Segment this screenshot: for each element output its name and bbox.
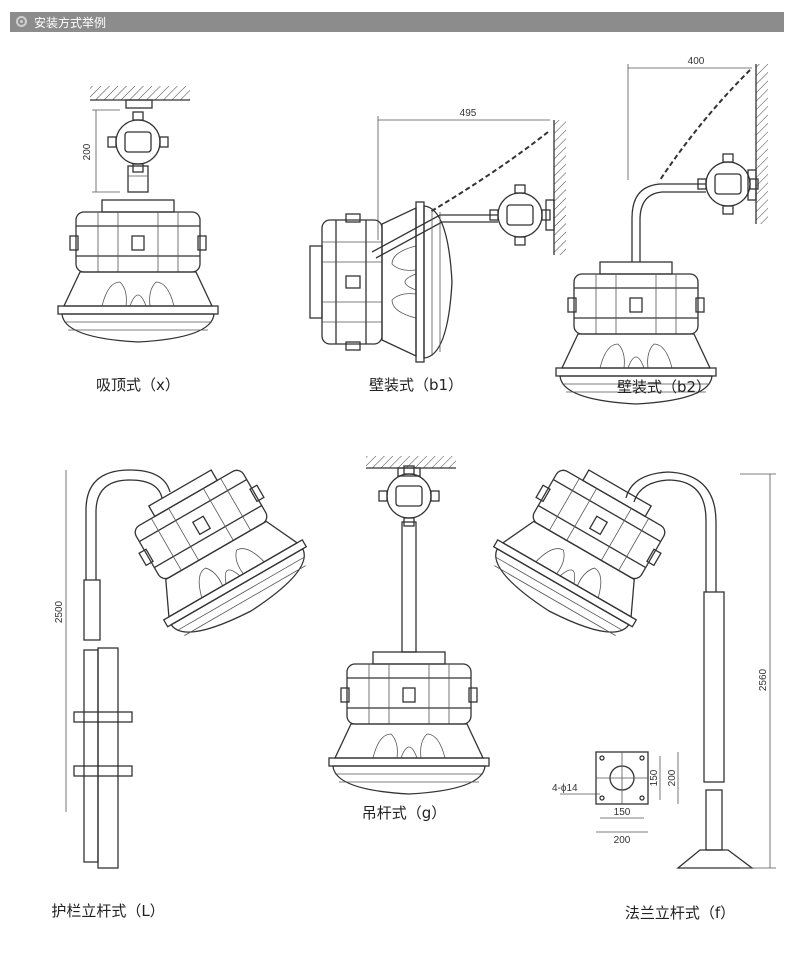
dim-L-height: 2500 <box>54 600 65 623</box>
flange-inner-dim-h: 150 <box>614 807 631 818</box>
dim-b1-width: 495 <box>460 108 477 119</box>
caption-ceiling-mount: 吸顶式（x） <box>96 376 180 394</box>
diagram-railing-pole <box>65 447 321 869</box>
flange-inner-dim-v: 150 <box>649 769 660 786</box>
diagram-wall-mount-b2 <box>555 64 768 405</box>
diagram-pendant-rod <box>328 456 490 795</box>
caption-railing-pole: 护栏立杆式（L） <box>51 902 164 920</box>
dim-f-height: 2560 <box>758 668 769 691</box>
section-title: 安装方式举例 <box>34 16 107 30</box>
dim-x-height: 200 <box>82 143 93 160</box>
flange-plate-drawing <box>560 751 679 833</box>
caption-wall-mount-b2: 壁装式（b2） <box>617 378 711 396</box>
flange-outer-dim-v: 200 <box>667 769 678 786</box>
diagram-flange-pole <box>479 447 776 869</box>
caption-wall-mount-b1: 壁装式（b1） <box>369 376 463 394</box>
diagram-ceiling-mount <box>57 86 219 343</box>
caption-flange-pole: 法兰立杆式（f） <box>625 904 735 922</box>
section-header: 安装方式举例 <box>10 12 784 32</box>
circle-bullet-icon <box>16 16 27 27</box>
dim-b2-width: 400 <box>688 56 705 67</box>
caption-pendant-rod: 吊杆式（g） <box>362 804 447 822</box>
flange-outer-dim-h: 200 <box>614 835 631 846</box>
diagram-wall-mount-b1 <box>309 116 566 363</box>
flange-hole-spec: 4-ϕ14 <box>552 783 578 794</box>
